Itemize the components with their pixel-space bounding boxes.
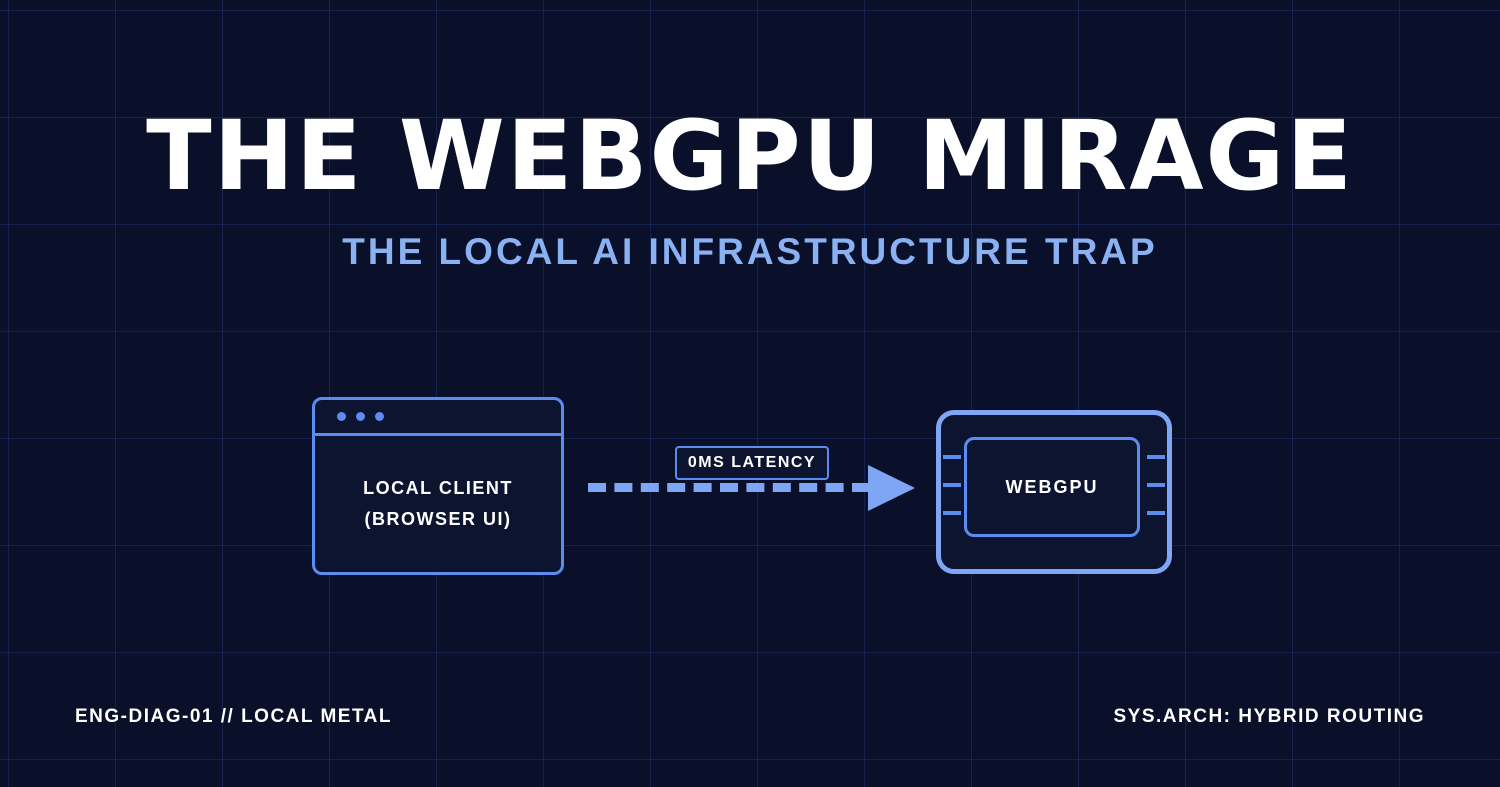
chip-pin-icon <box>1147 455 1165 459</box>
footer-left-label: ENG-DIAG-01 // LOCAL METAL <box>75 706 392 727</box>
webgpu-chip-label: WEBGPU <box>964 437 1140 537</box>
window-dot-icon <box>337 412 346 421</box>
local-client-box: LOCAL CLIENT (BROWSER UI) <box>312 397 564 575</box>
latency-badge: 0MS LATENCY <box>675 446 829 480</box>
connection-dashed-line <box>588 483 870 492</box>
page-subtitle: THE LOCAL AI INFRASTRUCTURE TRAP <box>342 231 1158 272</box>
webgpu-chip: WEBGPU <box>936 410 1172 574</box>
page-title: THE WEBGPU MIRAGE <box>146 100 1354 212</box>
window-dot-icon <box>356 412 365 421</box>
connection-arrowhead-icon <box>868 465 915 511</box>
chip-pin-icon <box>1147 511 1165 515</box>
local-client-label: LOCAL CLIENT (BROWSER UI) <box>315 436 561 572</box>
local-client-label-line1: LOCAL CLIENT <box>363 478 513 498</box>
chip-pin-icon <box>943 455 961 459</box>
footer-right-label: SYS.ARCH: HYBRID ROUTING <box>1113 706 1425 727</box>
chip-pin-icon <box>943 511 961 515</box>
browser-titlebar <box>315 400 561 436</box>
window-dot-icon <box>375 412 384 421</box>
local-client-label-line2: (BROWSER UI) <box>364 509 512 529</box>
chip-pin-icon <box>943 483 961 487</box>
chip-pin-icon <box>1147 483 1165 487</box>
